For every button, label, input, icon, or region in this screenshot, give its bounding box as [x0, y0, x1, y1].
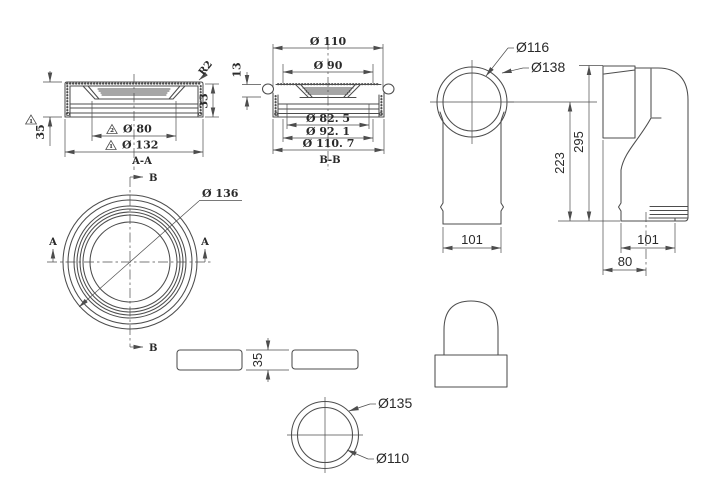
dim-label-d90: Ø 90	[314, 59, 343, 72]
dim-front-width: 101	[442, 227, 502, 253]
dim-label-d110-7: Ø 110. 7	[303, 137, 355, 150]
dim-label-33: 33	[198, 93, 211, 108]
dim-side-width: 101	[620, 223, 676, 253]
dim-label-d80: Ø 80	[123, 123, 152, 136]
callout-outer: Ø138	[501, 59, 565, 75]
dim-label-d135: Ø135	[378, 395, 412, 411]
section-marker-b-top: B	[130, 173, 157, 184]
marker-b-top-label: B	[149, 173, 157, 184]
dim-label-d132: Ø 132	[122, 139, 158, 152]
dim-label-r2: R2	[197, 59, 215, 78]
dim-side-offset: 80	[602, 140, 647, 275]
callout-plan-diameter: Ø 136	[78, 187, 242, 308]
plan-view: Ø 136 B B A A	[47, 173, 242, 354]
marker-b-bottom-label: B	[149, 343, 157, 354]
callout-outlet-bore: Ø110	[346, 449, 409, 466]
dim-label-d82: Ø 82. 5	[306, 112, 350, 125]
flag-note-2: 2	[110, 128, 114, 134]
flag-note-3: 1	[109, 144, 113, 150]
section-bb-view: Ø 110 Ø 90 13 Ø 82. 5 Ø 9	[231, 35, 395, 170]
dim-bb-lower: Ø 110. 7	[272, 119, 385, 154]
dim-bb-top-outer: Ø 110	[272, 35, 384, 88]
dim-aa-bore: 2 Ø 80	[91, 101, 177, 141]
dim-label-295: 295	[571, 131, 586, 153]
section-bb-label: B-B	[319, 155, 340, 166]
dim-aa-wall: 33	[198, 83, 219, 118]
dim-label-101-side: 101	[637, 232, 659, 247]
callout-bore: Ø116	[485, 39, 549, 77]
dim-label-223: 223	[552, 152, 567, 174]
dim-label-35: 35	[34, 124, 47, 139]
section-aa-view: 35 1 33 R2 2 Ø 80	[24, 59, 219, 170]
dim-bb-mid: Ø 92. 1	[282, 119, 374, 142]
outlet-view: Ø135 Ø110	[287, 395, 412, 473]
dim-label-d116: Ø116	[516, 39, 549, 55]
dim-label-gasket-35: 35	[250, 353, 265, 367]
dim-label-d110-outlet: Ø110	[376, 450, 409, 466]
dim-aa-outer: 1 Ø 132	[64, 119, 204, 157]
dim-label-d136: Ø 136	[202, 187, 239, 200]
dim-aa-height: 35 1	[24, 71, 62, 146]
height-dimensions: 223 295	[508, 65, 620, 222]
gasket-view: 35	[176, 338, 359, 382]
section-aa-label: A-A	[131, 156, 152, 167]
dim-bb-seat: Ø 82. 5	[286, 104, 370, 129]
marker-a-left-label: A	[48, 237, 57, 248]
dome-cap-view	[434, 300, 508, 388]
dim-label-d138: Ø138	[531, 59, 565, 75]
dim-label-101-front: 101	[461, 232, 483, 247]
section-marker-a-right: A	[200, 237, 209, 262]
dim-bb-lip: 13	[231, 62, 261, 110]
front-view: Ø116 Ø138 101	[430, 39, 565, 253]
side-view: 101 80	[602, 65, 689, 276]
radius-callout: R2	[197, 59, 215, 81]
dim-label-d92: Ø 92. 1	[306, 125, 350, 138]
dim-label-80: 80	[618, 254, 632, 269]
dim-label-d110-top: Ø 110	[310, 35, 347, 48]
marker-a-right-label: A	[200, 237, 209, 248]
dim-label-13: 13	[231, 62, 244, 77]
flag-note-1: 1	[29, 119, 33, 125]
dim-bb-top-inner: Ø 90	[282, 59, 374, 83]
section-marker-b-bottom: B	[130, 343, 157, 354]
section-marker-a-left: A	[48, 237, 57, 262]
callout-outlet-outer: Ø135	[348, 395, 412, 412]
